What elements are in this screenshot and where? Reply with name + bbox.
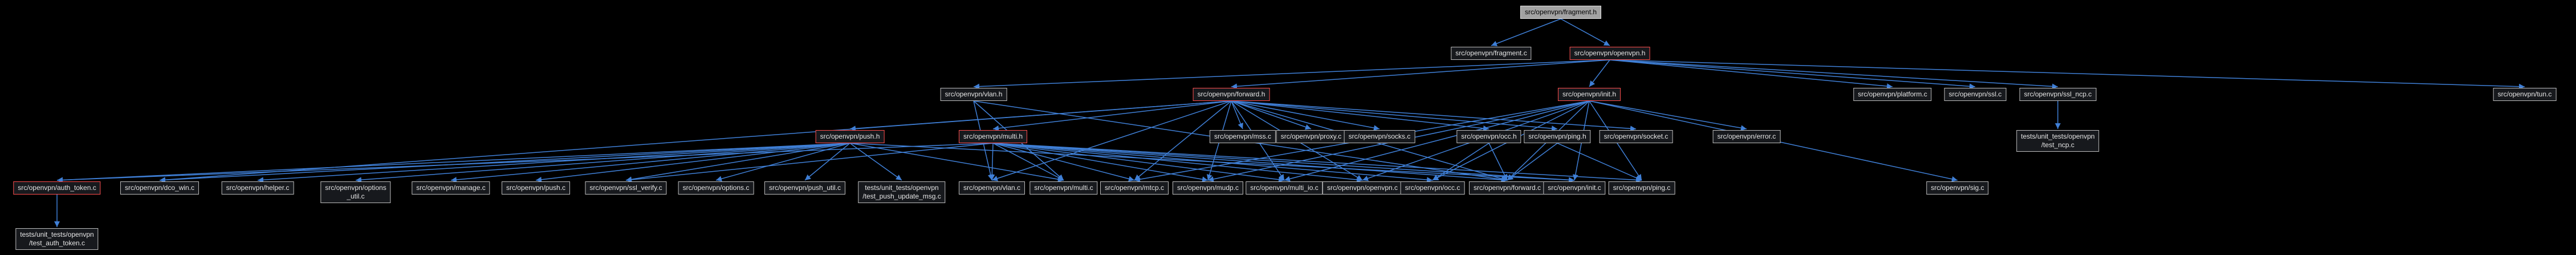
graph-node-mss_c[interactable]: src/openvpn/mss.c	[1209, 130, 1276, 143]
graph-edge-multi_h-auth_token_c	[56, 143, 994, 183]
graph-edge-push_h-push_c	[535, 143, 850, 183]
graph-node-helper_c[interactable]: src/openvpn/helper.c	[221, 181, 294, 195]
graph-edge-fragment_h-fragment_c	[1491, 18, 1561, 47]
graph-edge-multi_h-occ_c	[992, 143, 1433, 183]
graph-node-socks_c[interactable]: src/openvpn/socks.c	[1344, 130, 1415, 143]
graph-node-test_ncp_c[interactable]: tests/unit_tests/openvpn /test_ncp.c	[2016, 130, 2099, 152]
graph-node-ping_c[interactable]: src/openvpn/ping.c	[1608, 181, 1675, 195]
graph-edge-push_h-ssl_verify_c	[625, 143, 850, 183]
graph-edge-push_h-options_util_c	[355, 143, 850, 183]
graph-edge-occ_h-forward_c	[1488, 143, 1508, 181]
graph-node-push_c[interactable]: src/openvpn/push.c	[501, 181, 571, 195]
graph-node-multi_c[interactable]: src/openvpn/multi.c	[1029, 181, 1098, 195]
graph-node-socket_c[interactable]: src/openvpn/socket.c	[1599, 130, 1673, 143]
graph-edge-ping_h-forward_c	[1507, 143, 1558, 181]
graph-node-ssl_verify_c[interactable]: src/openvpn/ssl_verify.c	[585, 181, 667, 195]
graph-node-init_c[interactable]: src/openvpn/init.c	[1543, 181, 1606, 195]
graph-node-push_h[interactable]: src/openvpn/push.h	[815, 130, 885, 143]
graph-node-mtcp_c[interactable]: src/openvpn/mtcp.c	[1100, 181, 1169, 195]
graph-edge-push_h-dco_win_c	[159, 143, 850, 183]
graph-edge-forward_h-vlan_c	[991, 100, 1232, 181]
graph-node-options_util_c[interactable]: src/openvpn/options _util.c	[320, 181, 391, 203]
graph-node-ssl_c[interactable]: src/openvpn/ssl.c	[1944, 88, 2007, 101]
graph-edge-multi_h-init_c	[992, 143, 1575, 183]
graph-node-options_c[interactable]: src/openvpn/options.c	[678, 181, 754, 195]
graph-node-error_c[interactable]: src/openvpn/error.c	[1712, 130, 1781, 143]
graph-node-sig_c[interactable]: src/openvpn/sig.c	[1926, 181, 1989, 195]
graph-node-multi_io_c[interactable]: src/openvpn/multi_io.c	[1246, 181, 1323, 195]
graph-edge-forward_h-occ_h	[1231, 100, 1490, 131]
graph-edge-push_h-auth_token_c	[56, 143, 850, 183]
graph-edge-forward_h-ping_h	[1231, 100, 1558, 132]
graph-node-auth_token_c[interactable]: src/openvpn/auth_token.c	[13, 181, 101, 195]
graph-node-vlan_h[interactable]: src/openvpn/vlan.h	[940, 88, 1007, 101]
graph-node-ping_h[interactable]: src/openvpn/ping.h	[1524, 130, 1591, 143]
graph-edge-openvpn_h-init_h	[1589, 59, 1610, 87]
graph-node-occ_h[interactable]: src/openvpn/occ.h	[1456, 130, 1521, 143]
graph-node-vlan_c[interactable]: src/openvpn/vlan.c	[958, 181, 1025, 195]
graph-edge-forward_h-socks_c	[1231, 100, 1380, 131]
graph-edge-ping_h-ping_c	[1557, 143, 1642, 181]
graph-edge-forward_h-proxy_c	[1231, 100, 1312, 130]
graph-edge-multi_h-multi_io_c	[992, 143, 1285, 183]
graph-edge-forward_h-socket_c	[1231, 100, 1637, 132]
graph-edge-init_h-error_c	[1589, 100, 1747, 131]
graph-edge-openvpn_h-platform_c	[1609, 59, 1893, 90]
graph-node-mudp_c[interactable]: src/openvpn/mudp.c	[1172, 181, 1244, 195]
graph-node-tun_c[interactable]: src/openvpn/tun.c	[2493, 88, 2557, 101]
graph-edge-multi_h-mtcp_c	[992, 143, 1135, 182]
graph-node-forward_h[interactable]: src/openvpn/forward.h	[1193, 88, 1270, 101]
graph-node-manage_c[interactable]: src/openvpn/manage.c	[412, 181, 490, 195]
graph-node-proxy_c[interactable]: src/openvpn/proxy.c	[1276, 130, 1346, 143]
graph-node-test_push_update_msg_c[interactable]: tests/unit_tests/openvpn /test_push_upda…	[858, 181, 946, 203]
graph-node-push_util_c[interactable]: src/openvpn/push_util.c	[764, 181, 846, 195]
graph-edge-openvpn_h-tun_c	[1609, 59, 2525, 90]
graph-edge-occ_h-occ_c	[1432, 143, 1490, 181]
graph-edge-forward_h-mtcp_c	[1134, 100, 1232, 181]
graph-edge-openvpn_h-ssl_ncp_c	[1609, 59, 2058, 90]
graph-node-test_auth_token_c[interactable]: tests/unit_tests/openvpn /test_auth_toke…	[15, 228, 99, 250]
graph-edge-push_h-helper_c	[257, 143, 850, 183]
graph-edge-forward_h-multi_h	[992, 100, 1232, 131]
graph-node-forward_c[interactable]: src/openvpn/forward.c	[1468, 181, 1546, 195]
graph-edge-openvpn_h-vlan_h	[973, 59, 1610, 90]
graph-node-openvpn_h[interactable]: src/openvpn/openvpn.h	[1569, 47, 1650, 60]
graph-edge-multi_h-vlan_c	[989, 143, 995, 181]
graph-node-ssl_ncp_c[interactable]: src/openvpn/ssl_ncp.c	[2019, 88, 2097, 101]
graph-edge-push_h-manage_c	[450, 143, 850, 183]
graph-node-occ_c[interactable]: src/openvpn/occ.c	[1400, 181, 1465, 195]
graph-node-fragment_c[interactable]: src/openvpn/fragment.c	[1451, 47, 1532, 60]
graph-node-multi_h[interactable]: src/openvpn/multi.h	[958, 130, 1028, 143]
graph-node-fragment_h[interactable]: src/openvpn/fragment.h	[1520, 6, 1602, 19]
graph-edge-push_h-test_push_update_msg_c	[849, 143, 902, 181]
graph-edge-push_h-multi_c	[849, 143, 1064, 183]
graph-edge-init_h-multi_io_c	[1284, 100, 1590, 182]
graph-edge-openvpn_h-forward_h	[1231, 59, 1610, 90]
graph-edge-fragment_h-openvpn_h	[1560, 18, 1610, 46]
graph-edge-multi_h-mudp_c	[992, 143, 1208, 183]
graph-node-platform_c[interactable]: src/openvpn/platform.c	[1853, 88, 1932, 101]
graph-edge-openvpn_h-ssl_c	[1609, 59, 1976, 90]
graph-edge-forward_h-mss_c	[1231, 100, 1243, 129]
graph-edge-multi_h-ping_c	[992, 143, 1642, 183]
graph-edge-multi_h-multi_c	[992, 143, 1064, 181]
graph-node-dco_win_c[interactable]: src/openvpn/dco_win.c	[120, 181, 200, 195]
graph-node-init_h[interactable]: src/openvpn/init.h	[1557, 88, 1621, 101]
graph-node-openvpn_c[interactable]: src/openvpn/openvpn.c	[1322, 181, 1403, 195]
graph-edge-multi_h-openvpn_c	[992, 143, 1363, 183]
graph-edge-multi_h-ssl_verify_c	[625, 143, 994, 183]
graph-edge-multi_h-forward_c	[992, 143, 1508, 183]
